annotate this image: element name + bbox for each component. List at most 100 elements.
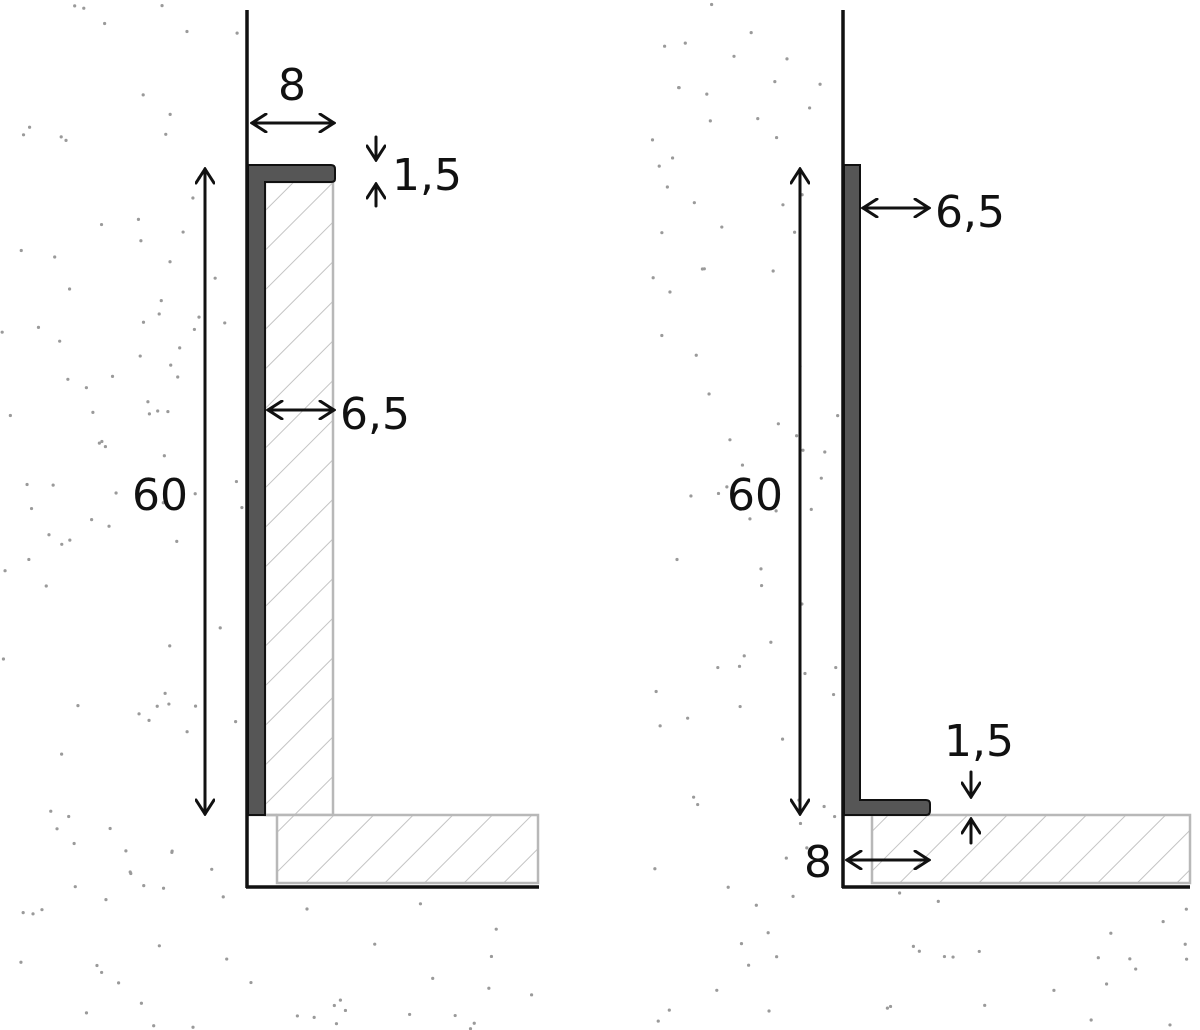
left-detail: 8 1,5 60 6,5 (132, 10, 540, 889)
concrete-dot (21, 133, 26, 137)
concrete-dot (168, 112, 172, 116)
concrete-dot (47, 533, 51, 537)
concrete-dot (665, 185, 669, 189)
concrete-dot (738, 704, 742, 709)
concrete-dot (808, 106, 812, 110)
concrete-dot (213, 276, 217, 280)
concrete-dot (72, 841, 76, 846)
concrete-dot (192, 327, 197, 332)
concrete-dot (668, 290, 672, 294)
concrete-dot (888, 1004, 893, 1009)
concrete-dot (898, 891, 902, 895)
concrete-dot (67, 287, 72, 291)
concrete-dot (295, 1014, 299, 1018)
concrete-dot (332, 1003, 336, 1008)
concrete-dot (660, 231, 664, 235)
concrete-dot (181, 230, 185, 234)
concrete-dot (51, 483, 55, 487)
concrete-dot (819, 476, 823, 480)
concrete-dot (784, 856, 788, 860)
concrete-dot (82, 6, 86, 10)
concrete-dot (767, 1009, 771, 1013)
concrete-dot (91, 410, 95, 414)
concrete-dot (1096, 956, 1100, 960)
concrete-dot (885, 1006, 890, 1010)
concrete-dot (343, 1008, 348, 1013)
concrete-dot (108, 826, 112, 831)
concrete-dot (138, 354, 142, 358)
concrete-dot (162, 454, 166, 458)
concrete-dot (147, 718, 151, 722)
concrete-dot (740, 463, 745, 467)
concrete-dot (19, 248, 23, 253)
concrete-dot (793, 230, 797, 234)
label-flange-thickness: 1,5 (392, 150, 462, 201)
concrete-dot (21, 911, 25, 915)
concrete-dot (53, 255, 57, 259)
concrete-dot (249, 980, 253, 985)
concrete-dot (141, 320, 146, 324)
concrete-dot (178, 346, 182, 350)
concrete-dot (737, 664, 742, 668)
concrete-dot (225, 957, 229, 961)
concrete-dot (494, 927, 498, 931)
concrete-dot (185, 29, 189, 34)
concrete-dot (785, 57, 789, 61)
concrete-dot (801, 448, 805, 452)
concrete-dot (234, 479, 239, 484)
concrete-dot (418, 902, 423, 906)
concrete-dot (776, 422, 780, 426)
concrete-dot (73, 885, 77, 889)
concrete-dot (936, 899, 940, 903)
concrete-dot (334, 1022, 339, 1026)
profile-section (247, 164, 336, 816)
concrete-dot (529, 993, 534, 997)
concrete-dot (1184, 957, 1189, 961)
concrete-dot (468, 1027, 473, 1030)
concrete-dot (157, 944, 161, 948)
concrete-dot (59, 135, 63, 139)
concrete-dot (136, 217, 141, 221)
concrete-dot (472, 1021, 476, 1025)
concrete-dot (60, 752, 64, 756)
concrete-dot (748, 517, 752, 521)
concrete-dot (1168, 1023, 1172, 1027)
concrete-dot (689, 494, 693, 498)
concrete-dot (146, 400, 150, 404)
concrete-dot (1184, 907, 1188, 911)
concrete-dot (749, 31, 753, 35)
concrete-dot (31, 912, 35, 916)
concrete-dot (822, 804, 826, 809)
concrete-dot (747, 963, 751, 967)
concrete-dot (489, 954, 494, 959)
concrete-dot (431, 976, 435, 980)
concrete-dot (662, 44, 667, 48)
concrete-dot (137, 712, 141, 716)
concrete-dot (809, 507, 813, 512)
concrete-dot (756, 117, 760, 121)
concrete-dot (658, 724, 662, 728)
concrete-dot (8, 413, 12, 418)
concrete-dot (694, 353, 698, 357)
concrete-dot (774, 509, 778, 513)
concrete-dot (798, 821, 803, 826)
concrete-dot (667, 1008, 671, 1012)
concrete-dot (110, 374, 115, 378)
concrete-dot (312, 1015, 316, 1019)
concrete-dot (161, 886, 166, 890)
concrete-dot (107, 524, 111, 528)
concrete-dot (654, 689, 658, 694)
floor-tile (275, 813, 540, 885)
concrete-dot (159, 298, 163, 303)
label-tile-thickness: 6,5 (935, 187, 1005, 238)
concrete-dot (803, 671, 807, 676)
concrete-dot (142, 884, 146, 888)
concrete-dot (1183, 942, 1187, 946)
concrete-dot (176, 375, 180, 379)
concrete-dot (218, 626, 222, 630)
concrete-dot (185, 730, 189, 734)
concrete-dot (716, 491, 721, 496)
concrete-dot (715, 988, 719, 992)
concrete-dot (19, 960, 23, 964)
concrete-dot (675, 557, 679, 562)
